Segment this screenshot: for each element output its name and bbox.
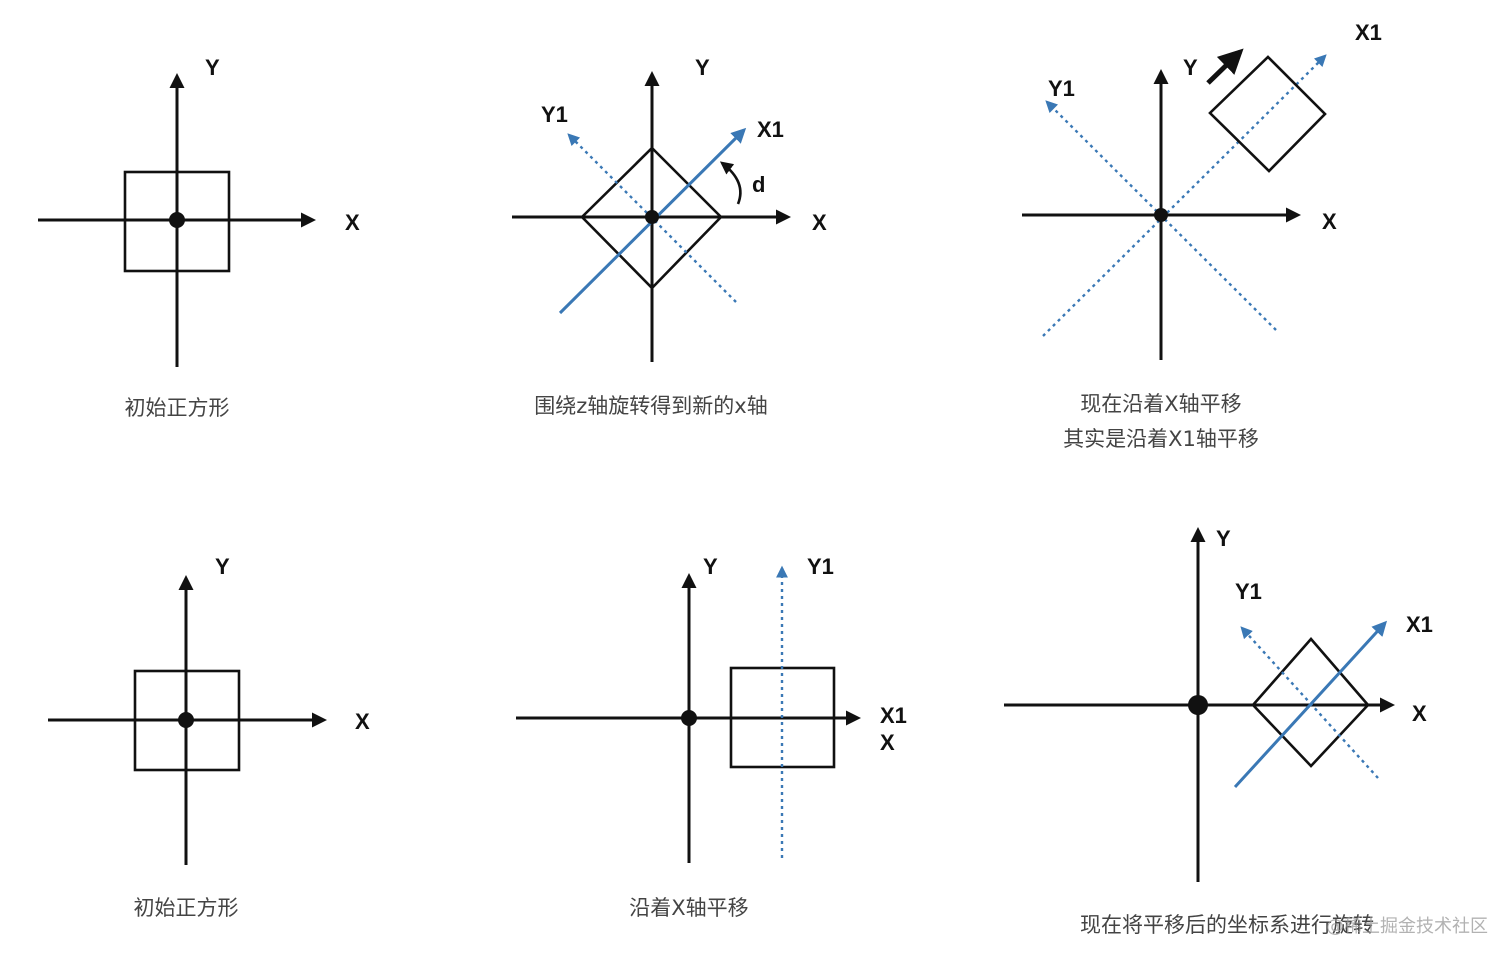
square (123, 170, 231, 273)
panel-rotate-z: Y X Y1 X1 d 围绕z轴旋转得到新的x轴 (512, 55, 827, 418)
caption-line-2: 其实是沿着X1轴平移 (1063, 427, 1259, 451)
x-axis-label: X (345, 210, 360, 235)
rotation-arrow-icon (719, 161, 742, 205)
origin-dot (681, 710, 697, 726)
caption: 沿着X轴平移 (629, 896, 748, 920)
x-axis-label: X (1322, 209, 1337, 234)
square (1208, 55, 1327, 173)
caption: 初始正方形 (134, 896, 239, 920)
square (1251, 637, 1370, 768)
panel-rotate-translated: Y Y1 X1 X 现在将平移后的坐标系进行旋转 (1004, 526, 1433, 937)
y-axis-label: Y (215, 554, 230, 579)
caption: 初始正方形 (125, 396, 230, 420)
translate-arrow-icon (1206, 48, 1244, 85)
y-axis-label: Y (205, 55, 220, 80)
origin-dot (1154, 208, 1168, 222)
caption: 现在将平移后的坐标系进行旋转 (1080, 913, 1374, 937)
y1-axis (567, 133, 737, 303)
square (580, 146, 723, 290)
origin-dot (645, 210, 659, 224)
x-axis-label: X (355, 709, 370, 734)
caption-line-1: 现在沿着X轴平移 (1080, 392, 1241, 416)
x-axis-label: X (812, 210, 827, 235)
x1-axis-label: X1 (1355, 20, 1382, 45)
panel-translate-x: Y Y1 X1 X 沿着X轴平移 (516, 554, 907, 920)
panel-initial-square-top: Y X 初始正方形 (38, 55, 360, 420)
y1-axis (1240, 626, 1379, 779)
y-axis-label: Y (1183, 55, 1198, 80)
panel-initial-square-bottom: Y X 初始正方形 (48, 554, 370, 920)
y-axis-label: Y (695, 55, 710, 80)
y-axis-label: Y (703, 554, 718, 579)
origin-dot (169, 212, 185, 228)
x1-axis-label: X1 (1406, 612, 1433, 637)
x1-axis-label: X1 (757, 117, 784, 142)
x1-axis (1233, 620, 1388, 789)
origin-dot (178, 712, 194, 728)
x-axis-label: X (880, 730, 895, 755)
panel-translate-rotated: Y X Y1 X1 现在沿着X轴平移 其实是沿着X1轴平移 (1022, 20, 1382, 451)
origin-dot (1188, 695, 1208, 715)
y-axis-label: Y (1216, 526, 1231, 551)
x1-axis-label: X1 (880, 703, 907, 728)
angle-label: d (752, 172, 765, 197)
y1-axis-label: Y1 (1048, 76, 1075, 101)
watermark: @稀土掘金技术社区 (1326, 916, 1488, 937)
x1-axis (1042, 54, 1327, 337)
y1-axis-label: Y1 (541, 102, 568, 127)
y1-axis-label: Y1 (1235, 579, 1262, 604)
caption: 围绕z轴旋转得到新的x轴 (534, 394, 767, 418)
x-axis-label: X (1412, 701, 1427, 726)
square (133, 669, 241, 772)
y1-axis-label: Y1 (807, 554, 834, 579)
